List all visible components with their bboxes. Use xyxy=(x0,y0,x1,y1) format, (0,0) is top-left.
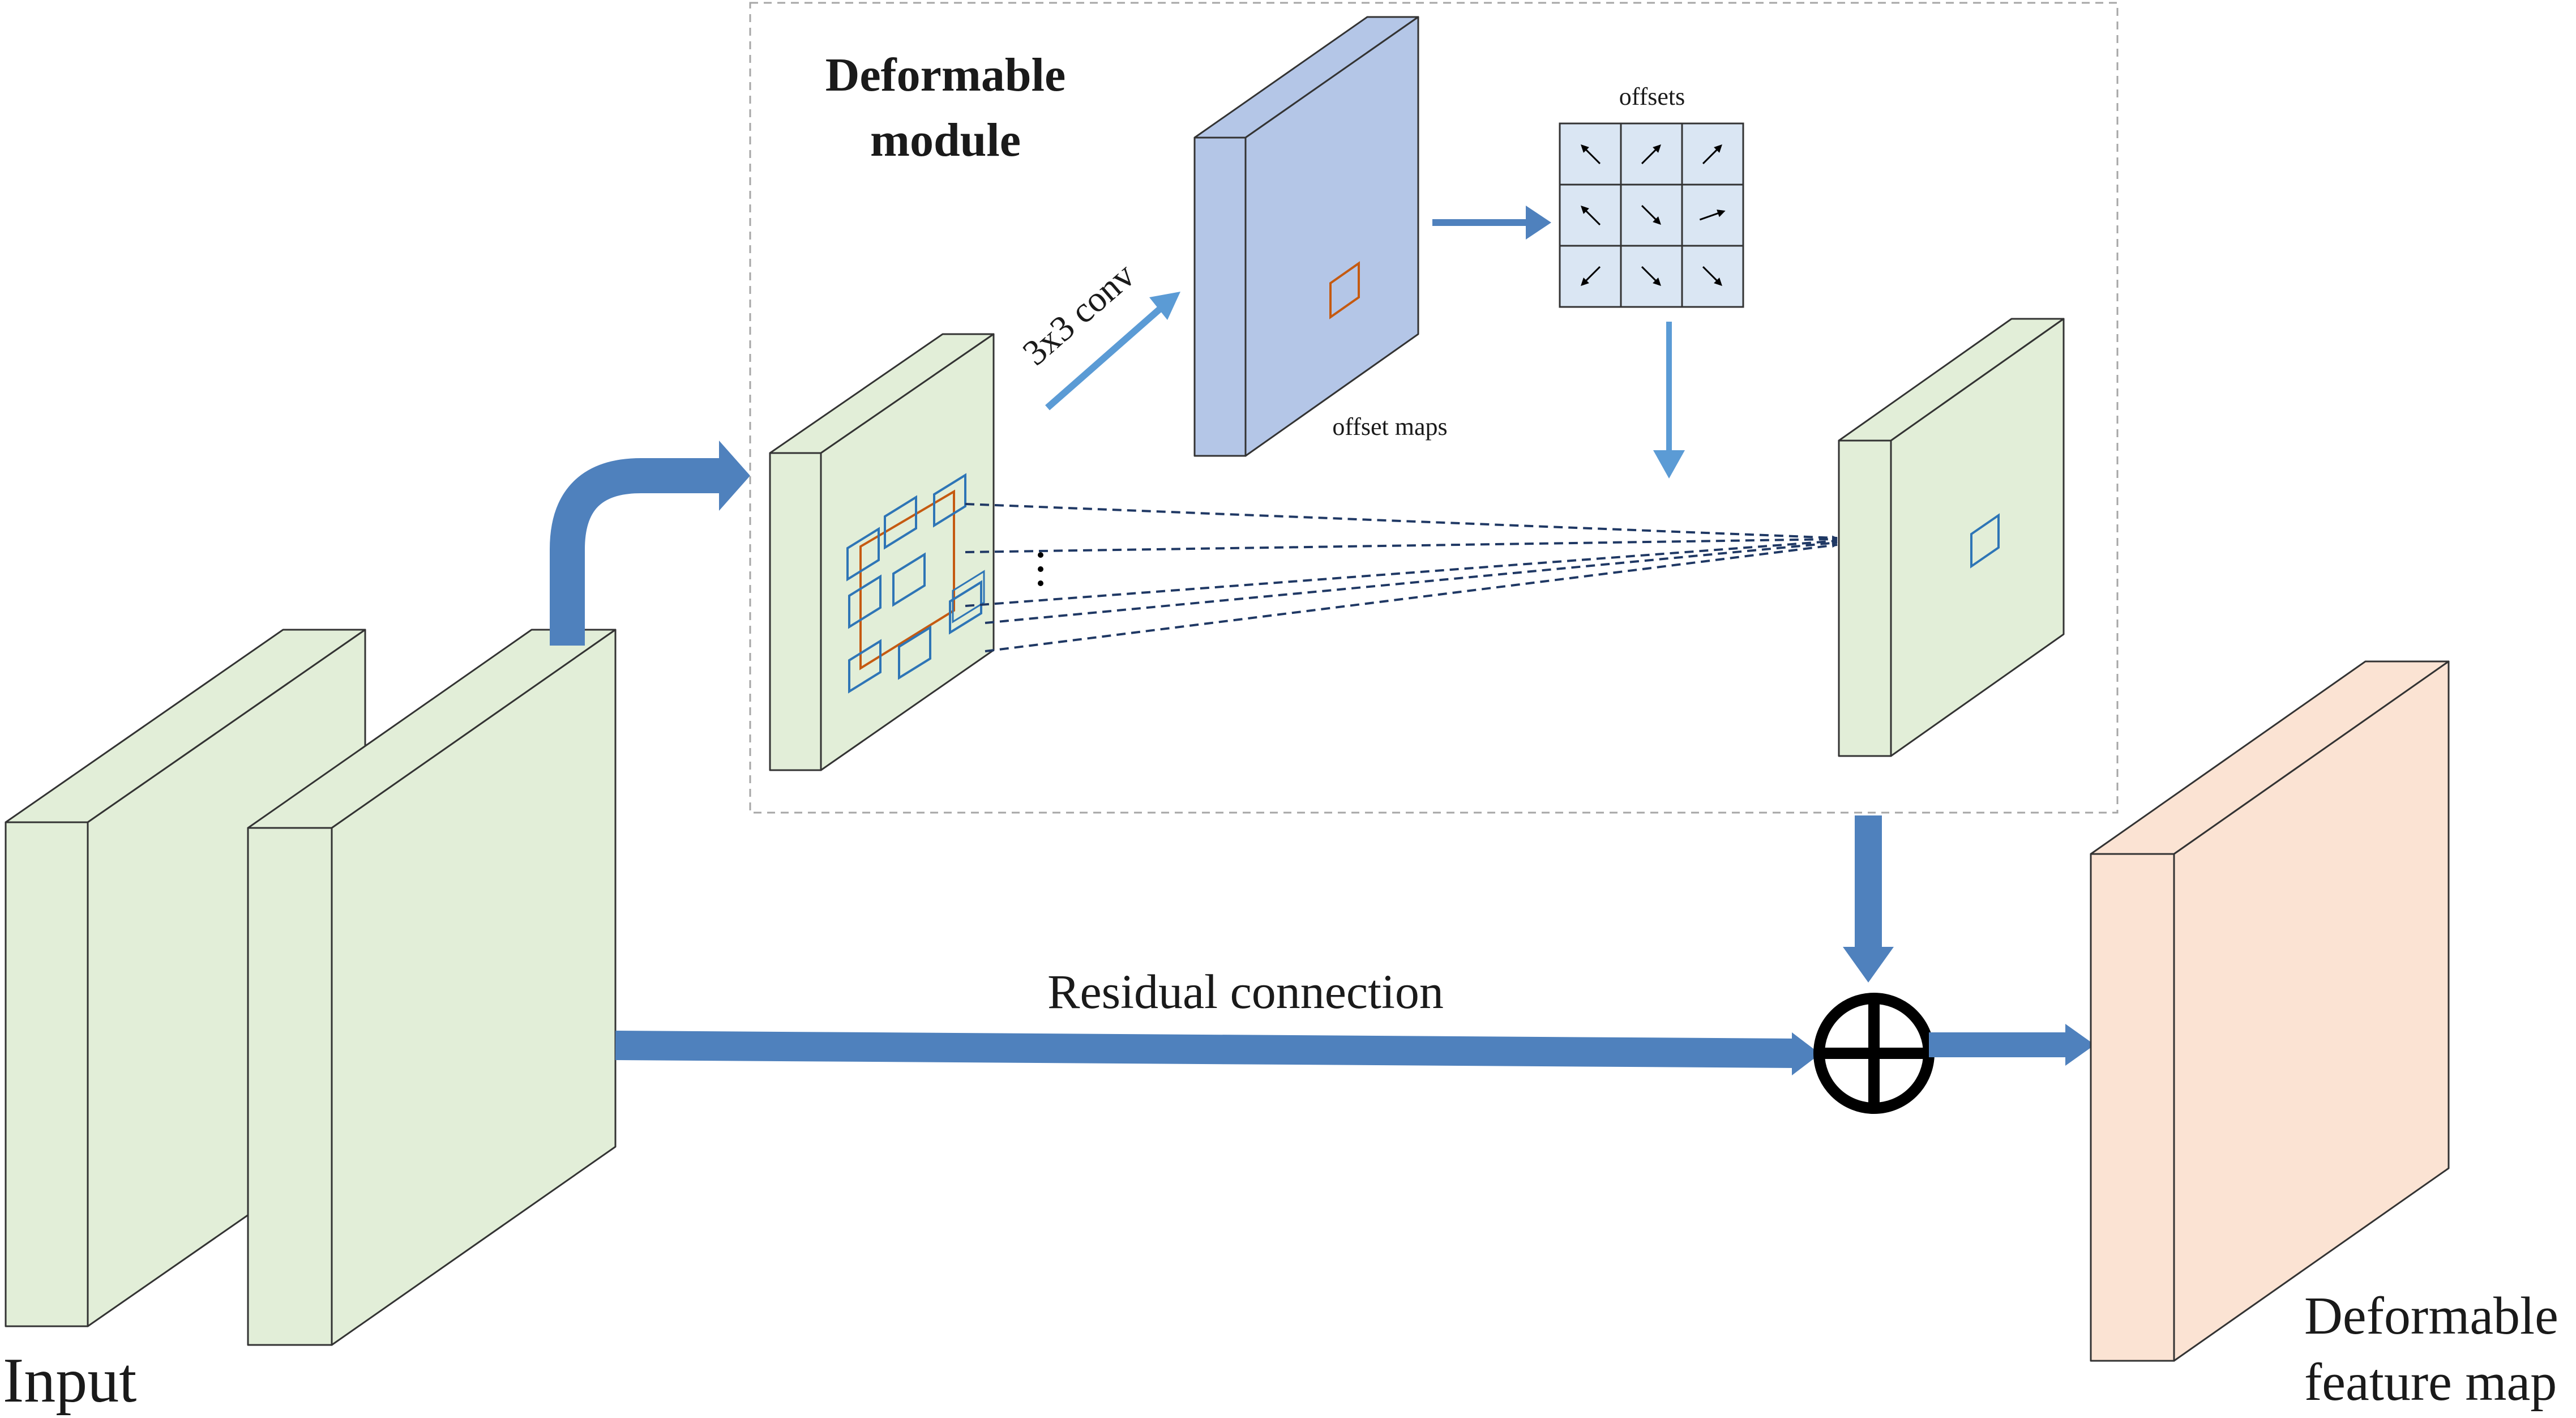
offset-arrow xyxy=(1583,266,1601,284)
sampling-locations xyxy=(846,473,985,694)
ellipsis-dots xyxy=(1038,552,1043,586)
offset-cell xyxy=(1559,183,1622,247)
offset-arrow xyxy=(1699,211,1722,221)
offset-arrow xyxy=(1583,208,1601,226)
module-to-sum-arrow xyxy=(1843,815,1894,983)
conv-arrow xyxy=(1045,292,1180,411)
output-feature-slab xyxy=(2090,660,2450,1362)
offsets-grid xyxy=(1559,122,1744,308)
offset-cell xyxy=(1681,122,1744,186)
offset-cell xyxy=(1620,122,1683,186)
offset-arrow xyxy=(1702,147,1720,165)
offset-maps-label: offset maps xyxy=(1332,413,1447,441)
input-feature-slab-2 xyxy=(247,629,617,1346)
residual-label: Residual connection xyxy=(1047,964,1444,1019)
offsets-label: offsets xyxy=(1619,83,1685,110)
kernel-outline xyxy=(859,489,955,670)
module-title-line1: Deformable xyxy=(825,49,1066,101)
offset-arrow xyxy=(1641,204,1659,223)
offset-arrow xyxy=(1583,147,1601,165)
offset-arrow-head xyxy=(1714,277,1722,286)
output-sample-box xyxy=(1970,513,2000,569)
offset-arrow-head xyxy=(1581,144,1589,153)
offset-kernel-outline xyxy=(1329,261,1360,319)
offset-cell xyxy=(1620,183,1683,247)
element-wise-sum-symbol xyxy=(1813,993,1935,1114)
offset-arrow-head xyxy=(1714,144,1722,153)
output-label-line2: feature map xyxy=(2304,1353,2557,1412)
offset-arrow xyxy=(1702,266,1720,284)
offset-maps-slab xyxy=(1193,16,1419,457)
offset-cell xyxy=(1559,122,1622,186)
offset-cell xyxy=(1620,245,1683,308)
offset-arrow xyxy=(1641,266,1659,284)
module-input-slab xyxy=(769,333,995,771)
offset-maps-to-grid-arrow xyxy=(1432,206,1551,240)
projection-lines xyxy=(965,503,1838,652)
offsets-to-output-arrow xyxy=(1653,322,1685,479)
output-label-line1: Deformable xyxy=(2304,1287,2558,1346)
offset-arrow-head xyxy=(1653,277,1661,286)
offset-arrow-head xyxy=(1717,210,1726,217)
conv-label: 3x3 conv xyxy=(1015,255,1142,373)
offset-cell xyxy=(1681,183,1744,247)
sum-to-output-arrow xyxy=(1929,1024,2095,1066)
offset-cell xyxy=(1681,245,1744,308)
offset-arrow-head xyxy=(1581,206,1589,214)
module-title-line2: module xyxy=(870,114,1021,166)
deformable-module-frame xyxy=(749,2,2119,814)
residual-arrow xyxy=(615,1031,1820,1075)
module-output-slab xyxy=(1838,318,2065,757)
offset-cell xyxy=(1559,245,1622,308)
input-label: Input xyxy=(3,1346,136,1416)
offset-arrow xyxy=(1641,147,1659,165)
input-to-module-arrow xyxy=(550,441,750,646)
offset-arrow-head xyxy=(1581,277,1589,286)
offset-arrow-head xyxy=(1653,144,1661,153)
offset-arrow-head xyxy=(1653,216,1661,225)
